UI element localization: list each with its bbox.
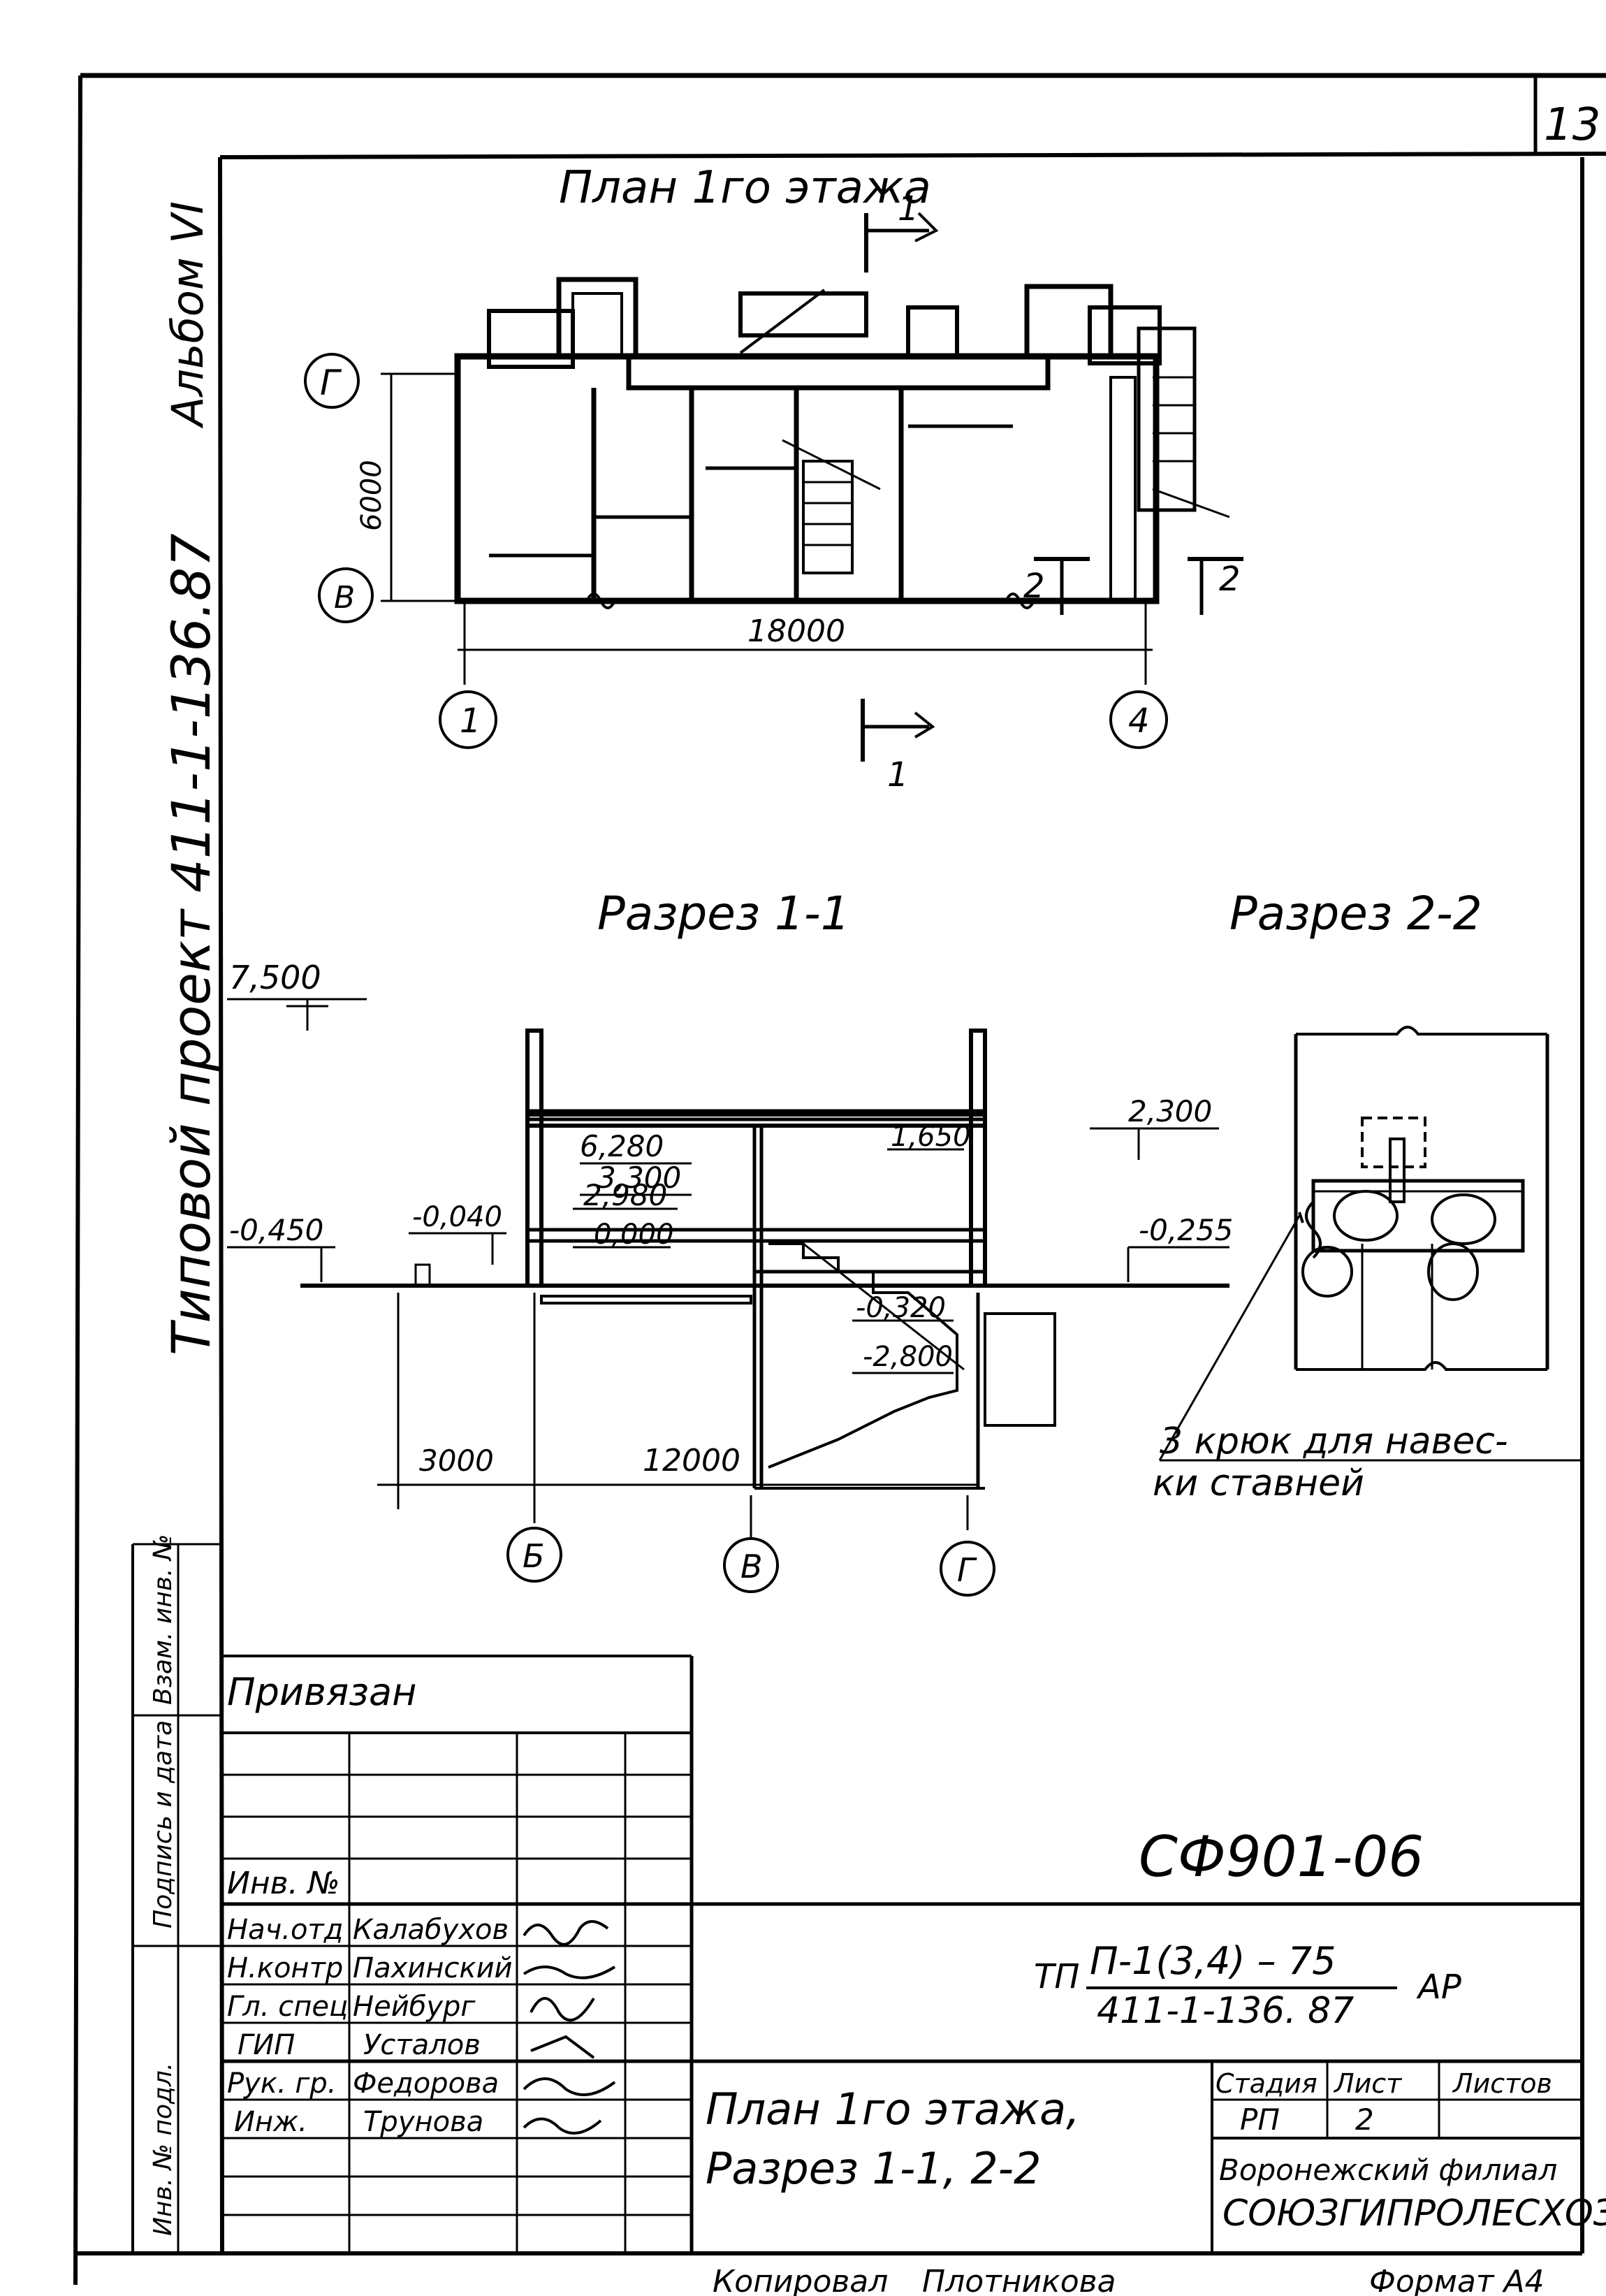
axis-marker-section-v: В (723, 1537, 779, 1593)
svg-text:3,300: 3,300 (597, 1161, 681, 1195)
side-stamp-inv-podl: Инв. № подл. (149, 2063, 177, 2236)
svg-text:2,300: 2,300 (1128, 1094, 1212, 1128)
title-block-grid (133, 1543, 1582, 2253)
inv-no-label: Инв. № (227, 1866, 340, 1901)
stage-value: РП (1240, 2102, 1280, 2137)
doc-code: СФ901-06 (1139, 1824, 1424, 1889)
svg-text:1,650: 1,650 (891, 1121, 971, 1153)
level-marker-2980: 2,980 (573, 1178, 678, 1212)
plan-cut-marks (861, 557, 1243, 762)
level-marker-3300: 3,300 (580, 1161, 692, 1196)
section-2-title: Разрез 2-2 (1229, 887, 1482, 940)
svg-text:6,280: 6,280 (580, 1129, 664, 1163)
name-0: Калабухов (353, 1914, 509, 1946)
project-number-label: Типовой проект 411-1-136.87 (160, 533, 222, 1356)
drawing-title-line1: План 1го этажа, (706, 2084, 1080, 2135)
svg-text:В: В (740, 1548, 763, 1585)
copied-by-label: Копировал (713, 2264, 888, 2296)
tp-denominator: 411-1-136. 87 (1097, 1990, 1354, 2032)
copied-by-name: Плотникова (922, 2264, 1116, 2296)
plan-dimensions (381, 372, 1153, 685)
axis-marker-section-g: Г (940, 1541, 995, 1597)
level-marker-minus-2800: -2,800 (852, 1341, 954, 1374)
level-marker-minus-0450: -0,450 (227, 1213, 335, 1282)
plan-dim-height: 6000 (356, 460, 388, 531)
section-1-title: Разрез 1-1 (597, 887, 850, 940)
stage-header: Стадия (1216, 2068, 1317, 2099)
svg-text:Г: Г (957, 1551, 977, 1589)
role-2: Гл. спец (227, 1991, 348, 2023)
sheets-header: Листов (1452, 2068, 1552, 2099)
svg-text:1: 1 (460, 702, 481, 741)
tp-numerator: П-1(3,4) – 75 (1090, 1939, 1336, 1983)
section-dim-3000: 3000 (419, 1444, 494, 1478)
signature-roles: Нач.отд Калабухов Н.контр Пахинский Гл. … (227, 1914, 513, 2138)
drawing-title-line2: Разрез 1-1, 2-2 (706, 2143, 1041, 2194)
svg-text:-2,800: -2,800 (863, 1341, 953, 1373)
plan-cut-2-left: 2 (1023, 567, 1045, 606)
org-line1: Воронежский филиал (1219, 2153, 1557, 2187)
axis-marker-plan-g: Г (304, 353, 360, 409)
axis-marker-section-b: Б (506, 1527, 562, 1583)
album-label: Альбом VI (162, 201, 213, 429)
side-stamp-podpis: Подпись и дата (149, 1720, 177, 1928)
section-2-note-line1: 3 крюк для навес- (1160, 1421, 1508, 1462)
name-1: Пахинский (353, 1952, 513, 1984)
plan-dim-length: 18000 (747, 613, 845, 649)
level-marker-7500: 7,500 (227, 959, 367, 1031)
svg-text:-0,255: -0,255 (1139, 1213, 1233, 1247)
name-5: Трунова (363, 2106, 483, 2138)
section-1-drawing (300, 1029, 1229, 1537)
privyazan-label: Привязан (227, 1670, 416, 1714)
role-3: ГИП (238, 2029, 295, 2061)
svg-text:2,980: 2,980 (583, 1178, 667, 1212)
svg-text:0,000: 0,000 (594, 1219, 674, 1251)
plan-cut-2-right: 2 (1219, 560, 1241, 599)
sheet-frame (73, 73, 1606, 2286)
svg-text:-0,040: -0,040 (412, 1201, 502, 1233)
svg-text:4: 4 (1128, 702, 1150, 741)
role-1: Н.контр (227, 1952, 343, 1984)
sheet-header: Лист (1333, 2068, 1403, 2099)
level-marker-2300: 2,300 (1090, 1094, 1219, 1160)
svg-text:7,500: 7,500 (229, 959, 321, 996)
level-marker-6280: 6,280 (580, 1129, 692, 1165)
level-marker-0000: 0,000 (573, 1219, 674, 1251)
name-2: Нейбург (353, 1991, 476, 2023)
level-marker-1650: 1,650 (887, 1121, 971, 1153)
level-marker-minus-0320: -0,320 (852, 1292, 954, 1324)
level-marker-minus-0255: -0,255 (1127, 1213, 1233, 1282)
tp-mark: АР (1416, 1968, 1461, 2007)
page-number: 13 (1544, 99, 1600, 151)
name-4: Федорова (353, 2068, 499, 2100)
level-marker-minus-0040: -0,040 (409, 1201, 506, 1265)
svg-text:Г: Г (320, 363, 342, 403)
format-label: Формат А4 (1369, 2264, 1545, 2296)
sheet-value: 2 (1355, 2102, 1374, 2137)
svg-text:Б: Б (523, 1537, 545, 1575)
axis-marker-plan-4: 4 (1109, 690, 1168, 749)
axis-marker-plan-1: 1 (439, 690, 497, 749)
tp-label: ТП (1034, 1957, 1079, 1996)
side-stamp-vzam: Взам. инв. № (149, 1534, 177, 1705)
section-2-drawing (1158, 1026, 1582, 1462)
svg-text:-0,450: -0,450 (229, 1213, 323, 1247)
svg-text:В: В (334, 580, 355, 616)
org-line2: СОЮЗГИПРОЛЕСХОЗ (1222, 2193, 1606, 2235)
plan-title: План 1го этажа (559, 162, 931, 214)
section-2-note-line2: ки ставней (1153, 1462, 1364, 1504)
floor-plan-drawing (454, 212, 1230, 609)
svg-text:-0,320: -0,320 (856, 1292, 946, 1324)
role-5: Инж. (234, 2106, 307, 2138)
name-3: Усталов (363, 2029, 481, 2061)
plan-cut-1-top: 1 (898, 189, 919, 228)
plan-cut-1-bottom: 1 (887, 755, 909, 794)
role-0: Нач.отд (227, 1914, 343, 1946)
signature-scribbles (523, 1920, 616, 2135)
axis-marker-plan-v: В (318, 567, 374, 623)
section-dim-12000: 12000 (643, 1443, 740, 1478)
role-4: Рук. гр. (227, 2068, 337, 2100)
